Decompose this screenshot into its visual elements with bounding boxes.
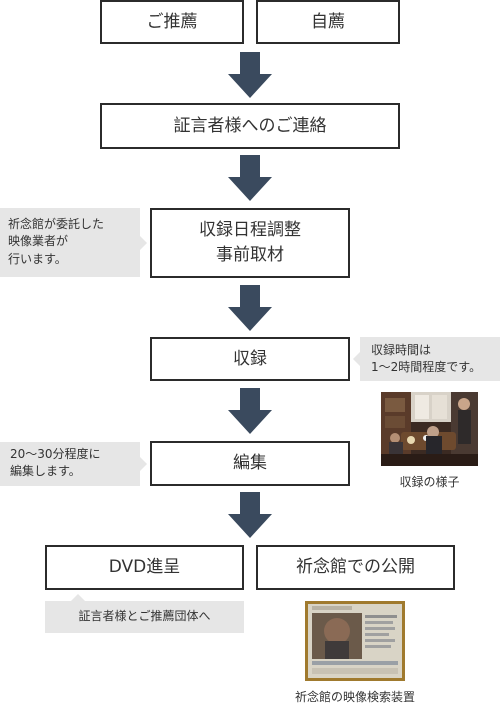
contractor-note-line: 祈念館が委託した — [8, 217, 105, 231]
contact-label: 証言者様へのご連絡 — [173, 115, 327, 136]
recording-time-note-line: 1〜2時間程度です。 — [371, 360, 482, 375]
editing-time-note-line: 20〜30分程度に — [10, 447, 101, 461]
editing-time-note-line: 編集します。 — [10, 464, 81, 479]
down-arrow-icon — [228, 492, 272, 538]
recording-time-note-line: 収録時間は — [371, 343, 432, 357]
search-device-caption: 祈念館の映像検索装置 — [294, 690, 415, 704]
recording-photo-caption: 収録の様子 — [399, 475, 460, 489]
contractor-note-line: 行います。 — [8, 251, 67, 266]
self-recommend-box: 自薦 — [256, 0, 400, 44]
dvd-label: DVD進呈 — [108, 557, 181, 578]
self-recommend-label: 自薦 — [311, 11, 345, 32]
dvd-recipient-label: 証言者様とご推薦団体へ — [78, 609, 211, 624]
editing-box: 編集 — [150, 441, 350, 486]
down-arrow-icon — [228, 285, 272, 331]
recording-box: 収録 — [150, 337, 350, 381]
search-device-photo — [305, 601, 405, 681]
recording-label: 収録 — [233, 348, 267, 369]
contractor-note-line: 映像業者が — [8, 234, 69, 249]
down-arrow-icon — [228, 52, 272, 98]
down-arrow-icon — [228, 155, 272, 201]
recommend-label: ご推薦 — [146, 11, 198, 32]
down-arrow-icon — [228, 388, 272, 434]
schedule-label-line1: 収録日程調整 — [199, 220, 301, 241]
editing-label: 編集 — [233, 453, 267, 474]
recording-time-note: 収録時間は 1〜2時間程度です。 — [353, 337, 500, 381]
contractor-note: 祈念館が委託した 映像業者が 行います。 — [0, 208, 147, 277]
schedule-label-line2: 事前取材 — [216, 245, 284, 265]
recommend-box: ご推薦 — [100, 0, 244, 44]
editing-time-note: 20〜30分程度に 編集します。 — [0, 442, 147, 486]
publish-label: 祈念館での公開 — [296, 557, 415, 578]
dvd-recipient-note: 証言者様とご推薦団体へ — [45, 594, 244, 633]
publish-box: 祈念館での公開 — [256, 545, 455, 590]
dvd-box: DVD進呈 — [45, 545, 244, 590]
schedule-box: 収録日程調整 事前取材 — [150, 208, 350, 278]
recording-scene-photo — [381, 392, 478, 466]
contact-box: 証言者様へのご連絡 — [100, 103, 400, 149]
